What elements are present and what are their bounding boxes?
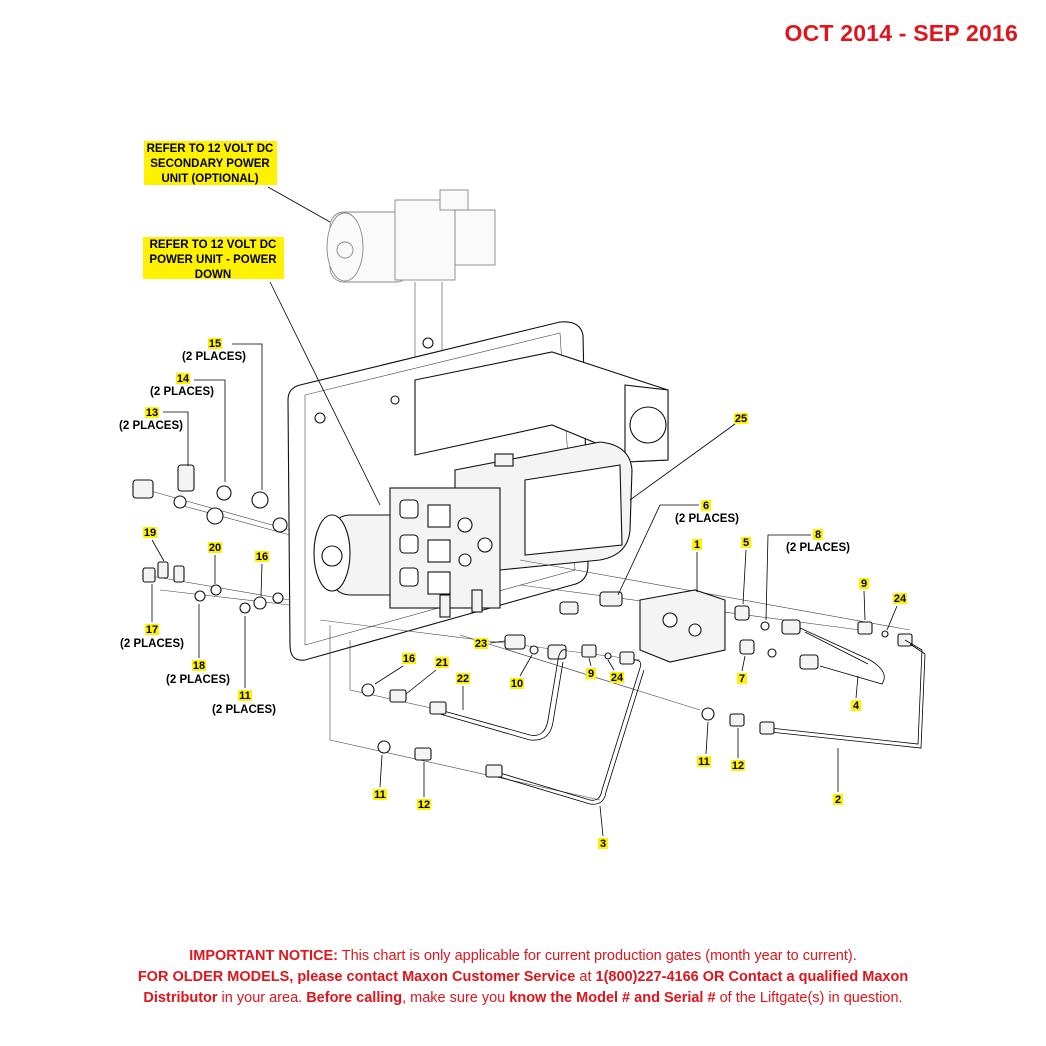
- svg-text:(2 PLACES): (2 PLACES): [150, 386, 214, 398]
- part-label-7: 7: [739, 673, 745, 685]
- valve-block-drawing: [519, 559, 926, 749]
- part-label-3: 3: [600, 838, 606, 850]
- svg-text:(2 PLACES): (2 PLACES): [675, 513, 739, 525]
- part-label-2: 2: [835, 794, 841, 806]
- svg-text:POWER UNIT - POWER: POWER UNIT - POWER: [149, 254, 277, 266]
- svg-text:REFER TO 12 VOLT DC: REFER TO 12 VOLT DC: [147, 143, 274, 155]
- date-range-title: OCT 2014 - SEP 2016: [784, 20, 1018, 46]
- part-label-12a: 12: [732, 760, 744, 772]
- part-label-4: 4: [853, 700, 860, 712]
- part-label-19: 19: [144, 527, 156, 539]
- part-label-11c: 11: [374, 789, 386, 801]
- part-label-10: 10: [511, 678, 523, 690]
- part-label-23: 23: [475, 638, 487, 650]
- svg-text:REFER TO 12 VOLT DC: REFER TO 12 VOLT DC: [150, 239, 277, 251]
- part-label-21: 21: [436, 657, 448, 669]
- svg-text:(2 PLACES): (2 PLACES): [166, 674, 230, 686]
- part-label-9b: 9: [861, 578, 867, 590]
- hydraulic-tubes-drawing: [319, 619, 775, 805]
- part-label-11a: 11: [239, 690, 251, 702]
- part-label-15: 15: [209, 338, 221, 350]
- svg-text:(2 PLACES): (2 PLACES): [119, 420, 183, 432]
- part-label-8: 8: [815, 529, 821, 541]
- part-label-20: 20: [209, 542, 221, 554]
- svg-text:(2 PLACES): (2 PLACES): [120, 638, 184, 650]
- part-label-16a: 16: [256, 551, 268, 563]
- part-label-17: 17: [146, 624, 158, 636]
- important-notice: IMPORTANT NOTICE: This chart is only app…: [137, 948, 909, 1006]
- svg-text:(2 PLACES): (2 PLACES): [786, 542, 850, 554]
- svg-text:(2 PLACES): (2 PLACES): [212, 704, 276, 716]
- part-label-24b: 24: [894, 593, 907, 605]
- callout-power-unit-power-down: REFER TO 12 VOLT DC POWER UNIT - POWER D…: [143, 237, 381, 506]
- part-label-13: 13: [146, 407, 158, 419]
- part-label-16b: 16: [403, 653, 415, 665]
- part-label-6: 6: [703, 500, 709, 512]
- part-label-14: 14: [177, 373, 190, 385]
- svg-text:SECONDARY POWER: SECONDARY POWER: [150, 158, 270, 170]
- part-label-18: 18: [193, 660, 205, 672]
- part-label-22: 22: [457, 673, 469, 685]
- power-unit-drawing: [313, 487, 501, 618]
- callout-secondary-power-unit: REFER TO 12 VOLT DC SECONDARY POWER UNIT…: [144, 141, 331, 223]
- part-label-12b: 12: [418, 799, 430, 811]
- part-label-1: 1: [694, 539, 700, 551]
- svg-text:UNIT (OPTIONAL): UNIT (OPTIONAL): [161, 173, 258, 185]
- part-label-25: 25: [735, 413, 747, 425]
- secondary-power-unit-drawing: [326, 189, 496, 480]
- part-label-11b: 11: [698, 756, 710, 768]
- part-label-9a: 9: [588, 668, 594, 680]
- part-number-labels: 15 (2 PLACES) 14 (2 PLACES) 13 (2 PLACES…: [119, 338, 907, 850]
- part-label-5: 5: [743, 537, 749, 549]
- svg-text:DOWN: DOWN: [195, 269, 231, 281]
- svg-text:(2 PLACES): (2 PLACES): [182, 351, 246, 363]
- left-fittings-drawing: [132, 464, 291, 614]
- part-label-24a: 24: [611, 672, 624, 684]
